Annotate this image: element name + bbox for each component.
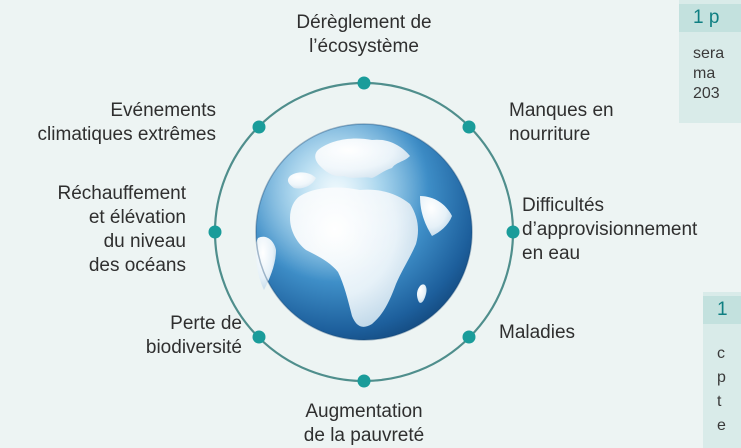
label-ecosystem-disruption: Dérèglement de l’écosystème <box>296 12 432 57</box>
label-warming-sea-level: Réchauffement et élévation du niveau des… <box>57 183 186 276</box>
node-bottom-right <box>462 330 476 344</box>
label-diseases: Maladies <box>499 322 576 343</box>
info-box-top: 1 p sera ma 203 <box>679 0 741 123</box>
label-water-supply: Difficultés d’approvisionnement en eau <box>522 195 698 264</box>
info-box-top-heading: 1 p <box>679 4 741 32</box>
info-box-bottom-heading: 1 <box>703 296 741 324</box>
label-extreme-weather: Evénements climatiques extrêmes <box>37 100 216 145</box>
node-top-left <box>252 120 266 134</box>
globe-icon <box>255 123 473 341</box>
node-right <box>506 225 520 239</box>
cycle-nodes <box>208 76 520 388</box>
info-box-bottom: 1 c p t e <box>703 292 741 448</box>
info-box-top-body: sera ma 203 <box>693 45 725 102</box>
label-poverty-increase: Augmentation de la pauvreté <box>303 401 425 446</box>
node-bottom-left <box>252 330 266 344</box>
node-bottom <box>357 374 371 388</box>
node-top <box>357 76 371 90</box>
info-box-bottom-body: c p t e <box>717 345 726 434</box>
label-biodiversity-loss: Perte de biodiversité <box>145 313 242 358</box>
label-food-shortage: Manques en nourriture <box>509 100 614 145</box>
node-left <box>208 225 222 239</box>
node-top-right <box>462 120 476 134</box>
